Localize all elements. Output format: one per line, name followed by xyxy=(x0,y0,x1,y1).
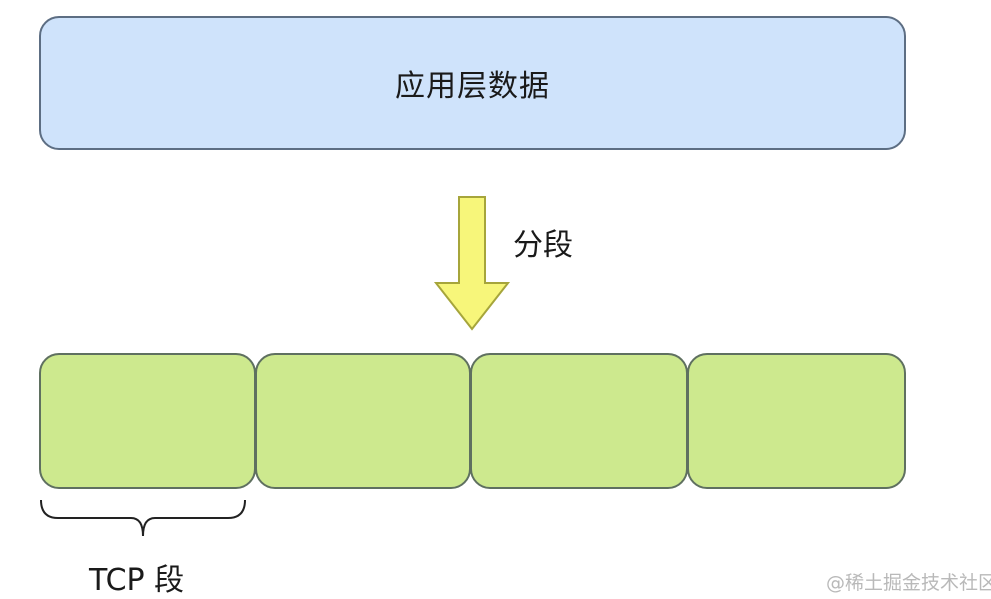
segmentation-label: 分段 xyxy=(513,228,573,263)
tcp-segment-2 xyxy=(255,353,471,489)
tcp-segment-4 xyxy=(687,353,906,489)
tcp-segment-caption: TCP 段 xyxy=(89,563,185,598)
tcp-segment-3 xyxy=(470,353,688,489)
application-layer-data-label: 应用层数据 xyxy=(395,69,550,104)
tcp-segment-1 xyxy=(39,353,256,489)
segment-brace-icon xyxy=(40,499,246,537)
watermark: @稀土掘金技术社区 xyxy=(826,572,991,594)
down-arrow-icon xyxy=(433,196,511,331)
application-layer-data-box: 应用层数据 xyxy=(39,16,906,150)
